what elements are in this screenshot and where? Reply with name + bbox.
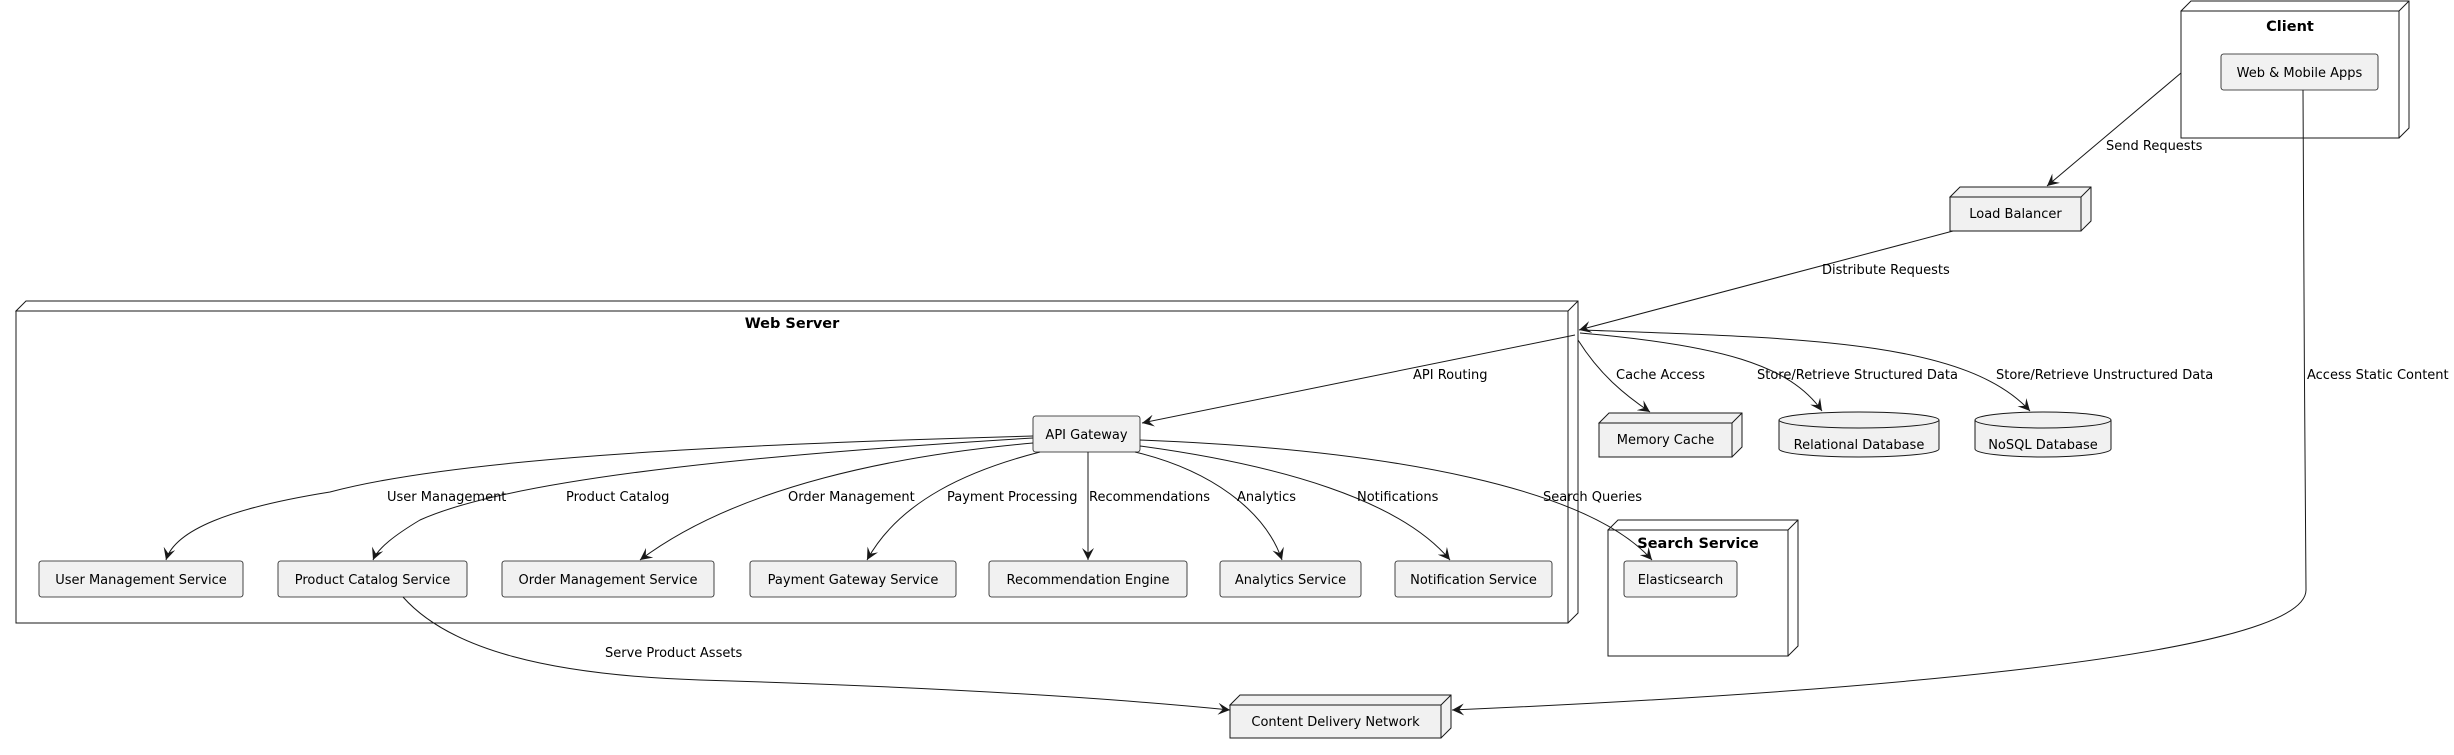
relational-database-label: Relational Database bbox=[1794, 438, 1925, 453]
edge-analytics bbox=[1134, 451, 1284, 561]
search-service-title: Search Service bbox=[1637, 536, 1759, 552]
analytics-service-node[interactable]: Analytics Service bbox=[1219, 560, 1362, 598]
edge-send-requests bbox=[2046, 72, 2182, 187]
edge-label-distribute-requests: Distribute Requests bbox=[1822, 263, 1950, 278]
api-gateway-label: API Gateway bbox=[1045, 428, 1127, 443]
edge-label-access-static: Access Static Content bbox=[2307, 368, 2449, 383]
edge-label-store-unstructured: Store/Retrieve Unstructured Data bbox=[1996, 368, 2213, 383]
edge-label-analytics: Analytics bbox=[1237, 490, 1296, 505]
user-management-service-label: User Management Service bbox=[55, 573, 227, 588]
web-server-title: Web Server bbox=[745, 316, 840, 332]
edge-notifications bbox=[1139, 445, 1451, 561]
cdn-node[interactable]: Content Delivery Network bbox=[1228, 694, 1452, 739]
relational-database-node[interactable]: Relational Database bbox=[1778, 411, 1940, 458]
client-title: Client bbox=[2266, 19, 2314, 35]
elasticsearch-node[interactable]: Elasticsearch bbox=[1623, 560, 1738, 598]
load-balancer-label: Load Balancer bbox=[1969, 207, 2062, 222]
edge-label-api-routing: API Routing bbox=[1413, 368, 1488, 383]
notification-service-node[interactable]: Notification Service bbox=[1394, 560, 1553, 598]
edge-product-catalog bbox=[372, 437, 1034, 561]
notification-service-label: Notification Service bbox=[1410, 573, 1537, 588]
analytics-service-label: Analytics Service bbox=[1235, 573, 1346, 588]
payment-gateway-service-label: Payment Gateway Service bbox=[768, 573, 939, 588]
edge-order-management bbox=[639, 442, 1034, 561]
nosql-database-node[interactable]: NoSQL Database bbox=[1974, 411, 2112, 458]
edge-cache-access bbox=[1577, 339, 1651, 413]
edge-distribute-requests bbox=[1578, 230, 1954, 333]
payment-gateway-service-node[interactable]: Payment Gateway Service bbox=[749, 560, 957, 598]
load-balancer-node[interactable]: Load Balancer bbox=[1949, 186, 2092, 232]
edge-access-static bbox=[1451, 89, 2307, 716]
order-management-service-label: Order Management Service bbox=[519, 573, 698, 588]
edge-label-store-structured: Store/Retrieve Structured Data bbox=[1757, 368, 1958, 383]
edge-label-search-queries: Search Queries bbox=[1543, 490, 1642, 505]
edge-store-unstructured bbox=[1581, 329, 2031, 412]
edge-label-order-management: Order Management bbox=[788, 490, 915, 505]
edge-payment-processing bbox=[866, 451, 1041, 561]
elasticsearch-label: Elasticsearch bbox=[1638, 573, 1724, 588]
edge-serve-product-assets bbox=[402, 596, 1231, 715]
edge-api-routing bbox=[1141, 334, 1576, 427]
edge-search-queries bbox=[1139, 439, 1653, 561]
edge-label-payment-processing: Payment Processing bbox=[947, 490, 1077, 505]
memory-cache-node[interactable]: Memory Cache bbox=[1598, 412, 1743, 458]
recommendation-engine-node[interactable]: Recommendation Engine bbox=[988, 560, 1188, 598]
recommendation-engine-label: Recommendation Engine bbox=[1007, 573, 1170, 588]
nosql-database-label: NoSQL Database bbox=[1988, 438, 2098, 453]
user-management-service-node[interactable]: User Management Service bbox=[38, 560, 244, 598]
product-catalog-service-label: Product Catalog Service bbox=[295, 573, 451, 588]
edge-label-cache-access: Cache Access bbox=[1616, 368, 1705, 383]
edge-label-recommendations: Recommendations bbox=[1089, 490, 1210, 505]
edge-label-send-requests: Send Requests bbox=[2106, 139, 2203, 154]
edge-user-management bbox=[163, 435, 1034, 561]
edge-store-structured bbox=[1579, 332, 1823, 412]
edge-label-product-catalog: Product Catalog bbox=[566, 490, 669, 505]
web-mobile-apps-label: Web & Mobile Apps bbox=[2237, 66, 2363, 81]
cdn-label: Content Delivery Network bbox=[1251, 715, 1420, 730]
edge-label-notifications: Notifications bbox=[1357, 490, 1439, 505]
edge-label-serve-product-assets: Serve Product Assets bbox=[605, 646, 742, 661]
order-management-service-node[interactable]: Order Management Service bbox=[501, 560, 715, 598]
product-catalog-service-node[interactable]: Product Catalog Service bbox=[277, 560, 468, 598]
edge-label-user-management: User Management bbox=[387, 490, 506, 505]
api-gateway-node[interactable]: API Gateway bbox=[1032, 415, 1141, 453]
web-mobile-apps-node[interactable]: Web & Mobile Apps bbox=[2220, 53, 2379, 91]
memory-cache-label: Memory Cache bbox=[1617, 433, 1714, 448]
